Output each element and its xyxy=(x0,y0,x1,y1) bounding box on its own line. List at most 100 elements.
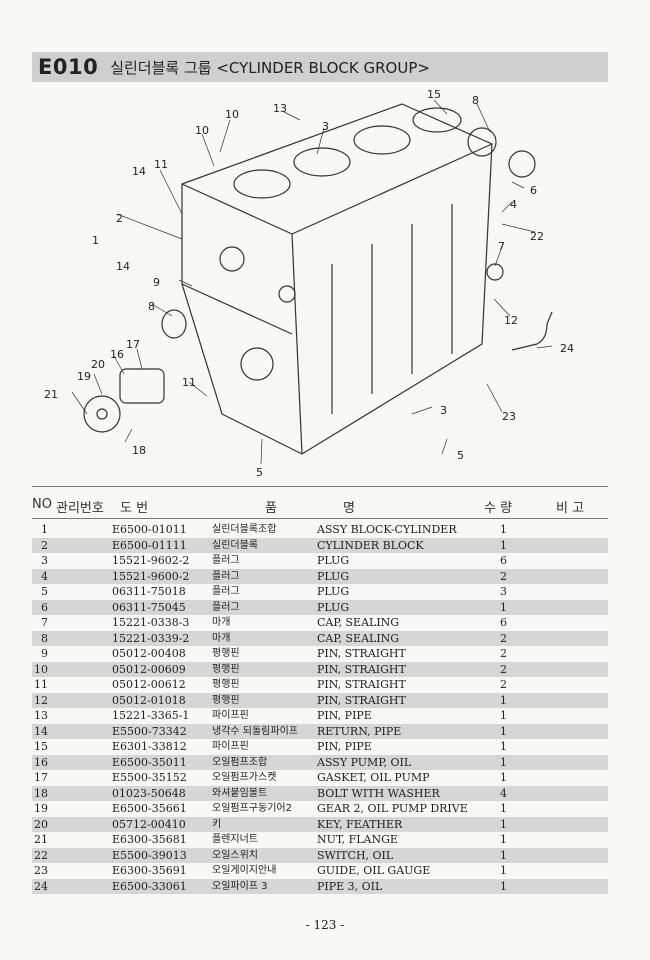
header-mgmt: 관리번호 xyxy=(56,501,104,516)
header-qty: 수 량 xyxy=(484,501,513,516)
table-header-rule xyxy=(32,518,608,519)
callout-label: 11 xyxy=(154,158,168,171)
english-name: NUT, FLANGE xyxy=(317,833,398,846)
part-number: E5500-39013 xyxy=(112,848,187,862)
callout-label: 20 xyxy=(91,358,105,371)
english-name: PIN, PIPE xyxy=(317,709,372,722)
row-no: 2 xyxy=(41,538,48,552)
part-number: 15221-3365-1 xyxy=(112,709,190,722)
callout-label: 3 xyxy=(322,120,329,133)
english-name: GUIDE, OIL GAUGE xyxy=(317,864,431,877)
table-row: 11 05012-00612 평행핀 PIN, STRAIGHT 2 xyxy=(32,677,608,693)
header-part: 품 xyxy=(265,501,277,516)
quantity: 1 xyxy=(500,538,507,552)
cylinder-block-drawing: 15 8 13 3 10 10 11 14 6 4 22 2 1 14 9 7 … xyxy=(44,88,574,479)
korean-name: 키 xyxy=(212,818,222,830)
row-no: 14 xyxy=(34,724,48,738)
quantity: 1 xyxy=(500,833,507,846)
callout-label: 22 xyxy=(530,230,544,243)
part-number: 01023-50648 xyxy=(112,786,186,800)
korean-name: 오일스위치 xyxy=(212,849,258,861)
korean-name: 플러그 xyxy=(212,570,240,582)
callout-label: 11 xyxy=(182,376,196,389)
callout-label: 14 xyxy=(116,260,130,273)
part-number: E6300-35681 xyxy=(112,833,187,846)
part-number: E6500-35011 xyxy=(112,755,187,769)
part-number: 05712-00410 xyxy=(112,817,186,831)
callout-label: 10 xyxy=(195,124,209,137)
quantity: 2 xyxy=(500,662,507,676)
sealing-cap xyxy=(161,309,187,339)
english-name: PIN, STRAIGHT xyxy=(317,662,406,676)
row-no: 17 xyxy=(34,771,48,784)
korean-name: 플러그 xyxy=(212,601,240,613)
callout-label: 14 xyxy=(132,165,146,178)
korean-name: 플렌지너트 xyxy=(212,834,258,845)
callout-label: 12 xyxy=(504,314,518,327)
english-name: PLUG xyxy=(317,569,350,583)
quantity: 1 xyxy=(500,724,507,738)
korean-name: 플러그 xyxy=(212,555,240,566)
english-name: GEAR 2, OIL PUMP DRIVE xyxy=(317,802,468,815)
part-number: 05012-01018 xyxy=(112,693,186,707)
part-number: E6301-33812 xyxy=(112,740,187,753)
part-number: E5500-73342 xyxy=(112,724,187,738)
english-name: GASKET, OIL PUMP xyxy=(317,771,430,784)
part-number: 06311-75045 xyxy=(112,600,186,614)
english-name: PIN, STRAIGHT xyxy=(317,678,406,691)
korean-name: 플러그 xyxy=(212,586,240,597)
english-name: ASSY PUMP, OIL xyxy=(317,755,412,769)
quantity: 2 xyxy=(500,631,507,645)
pump-gear xyxy=(83,395,121,433)
callout-label: 6 xyxy=(530,184,537,197)
row-no: 20 xyxy=(34,817,48,831)
callout-label: 9 xyxy=(153,276,160,289)
exploded-parts-diagram: 15 8 13 3 10 10 11 14 6 4 22 2 1 14 9 7 … xyxy=(32,84,608,484)
table-header: NO 관리번호 도 번 품 명 수 량 비 고 xyxy=(32,494,608,516)
quantity: 1 xyxy=(500,523,507,536)
korean-name: 평행핀 xyxy=(212,694,240,706)
english-name: PIN, PIPE xyxy=(317,740,372,753)
korean-name: 평행핀 xyxy=(212,679,240,690)
korean-name: 실린더블록 xyxy=(212,539,258,551)
korean-name: 평행핀 xyxy=(212,648,240,659)
row-no: 16 xyxy=(34,755,48,769)
oil-pipe xyxy=(511,311,553,351)
callout-label: 19 xyxy=(77,370,91,383)
quantity: 4 xyxy=(500,786,507,800)
quantity: 2 xyxy=(500,678,507,691)
row-no: 23 xyxy=(34,864,48,877)
quantity: 1 xyxy=(500,693,507,707)
part-number: 05012-00612 xyxy=(112,678,186,691)
part-number: 05012-00408 xyxy=(112,647,186,660)
callout-label: 18 xyxy=(132,444,146,457)
quantity: 1 xyxy=(500,879,507,893)
quantity: 3 xyxy=(500,585,507,598)
row-no: 11 xyxy=(34,678,48,691)
row-no: 10 xyxy=(34,662,48,676)
quantity: 1 xyxy=(500,802,507,815)
part-number: 15221-0338-3 xyxy=(112,616,190,629)
sealing-cap xyxy=(508,150,536,178)
korean-name: 파이프핀 xyxy=(212,710,249,721)
section-title: 실린더블록 그룹 <CYLINDER BLOCK GROUP> xyxy=(110,58,430,77)
row-no: 21 xyxy=(34,833,48,846)
callout-label: 5 xyxy=(457,449,464,462)
korean-name: 냉각수 되돌림파이프 xyxy=(212,725,298,737)
quantity: 1 xyxy=(500,864,507,877)
row-no: 5 xyxy=(41,585,48,598)
